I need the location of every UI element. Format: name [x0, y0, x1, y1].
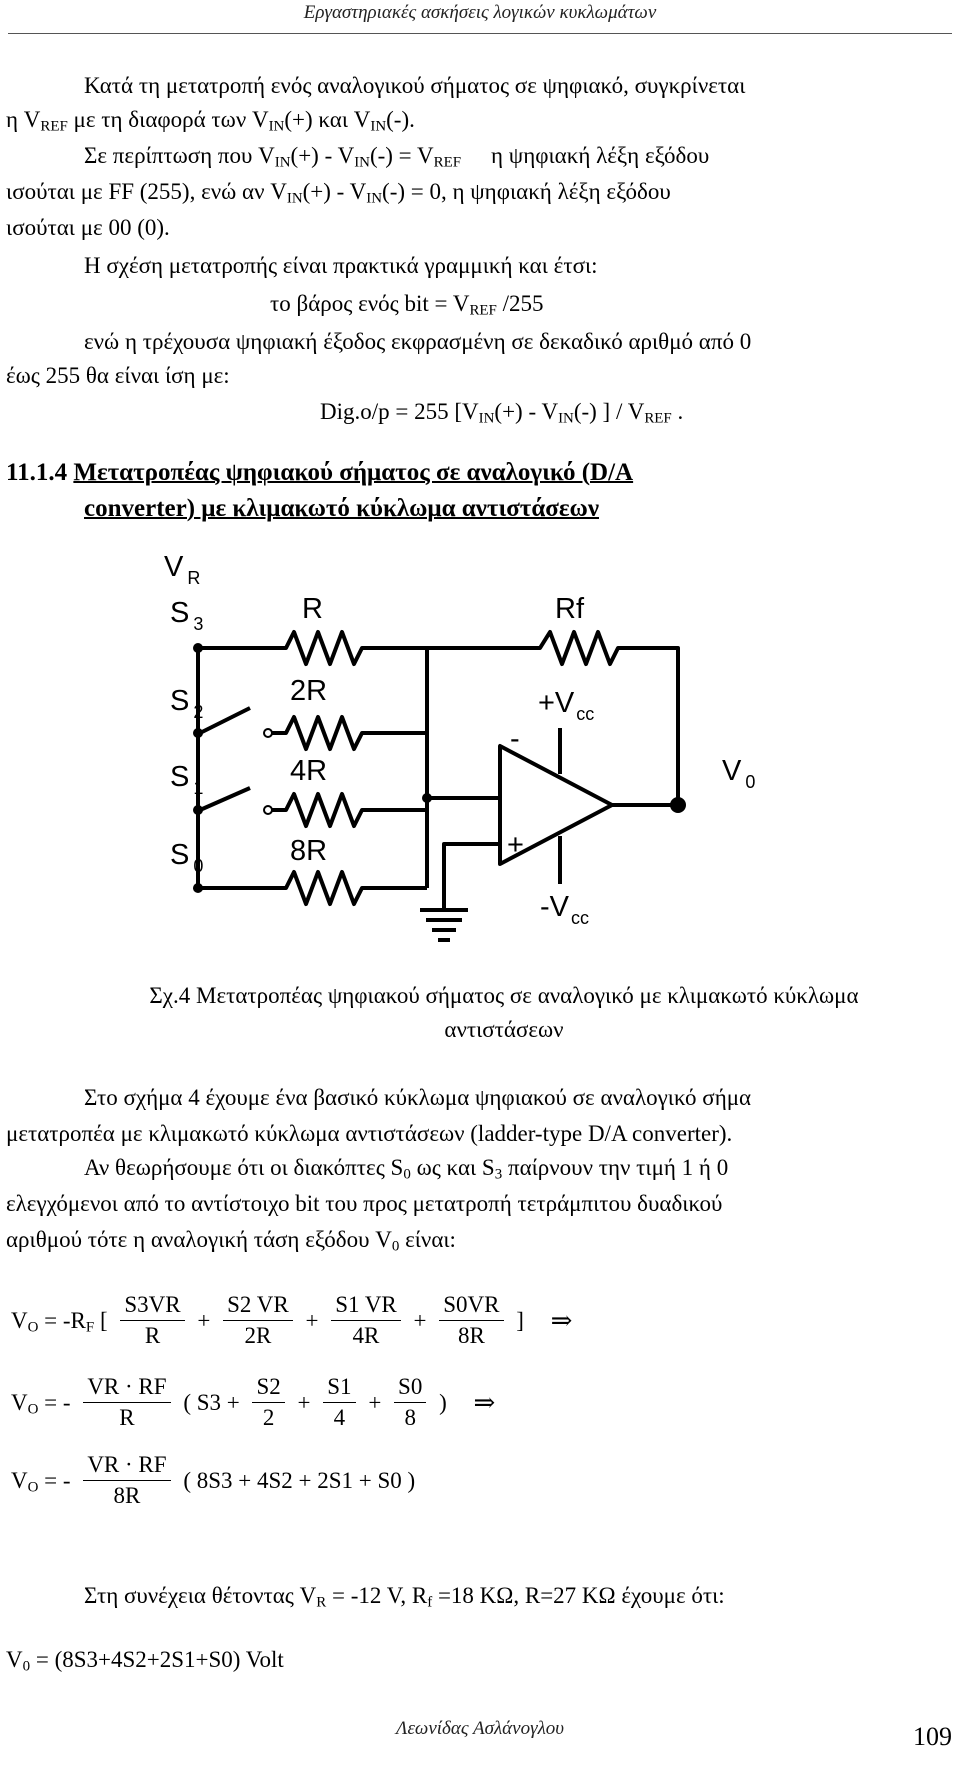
body-line-3: Αν θεωρήσουμε ότι οι διακόπτες S0 ως και…: [84, 1155, 729, 1183]
r8-label: 8R: [290, 835, 327, 867]
switch-s2-lever: [199, 706, 251, 735]
eq2-lhs: VO = -: [11, 1389, 71, 1418]
eq1-plus-1: +: [197, 1307, 211, 1333]
intro-line-1: Κατά τη μετατροπή ενός αναλογικού σήματο…: [84, 73, 746, 98]
intro-line-2: η VREF με τη διαφορά των VIN(+) και VIN(…: [6, 107, 415, 135]
noninverting-input-sign: +: [507, 829, 524, 861]
inverting-input-sign: -: [510, 723, 520, 755]
r2-label: 2R: [290, 675, 327, 707]
header-rule: [8, 33, 952, 34]
summing-node: [422, 793, 432, 803]
output-node: [670, 797, 686, 813]
author-footer: Λεωνίδας Ασλάνογλου: [395, 1718, 565, 1739]
section-heading-line-2: converter) με κλιμακωτό κύκλωμα αντιστάσ…: [84, 495, 599, 522]
eq2-plus-2: +: [368, 1389, 382, 1415]
terminal-s2: [193, 728, 203, 738]
final-formula: V0 = (8S3+4S2+2S1+S0) Volt: [6, 1647, 284, 1675]
running-header: Εργαστηριακές ασκήσεις λογικών κυκλωμάτω…: [303, 2, 657, 23]
op-amp-symbol: [498, 744, 614, 866]
figure-caption-line-2: αντιστάσεων: [444, 1017, 564, 1042]
intro-line-6: Η σχέση μετατροπής είναι πρακτικά γραμμι…: [84, 253, 598, 278]
eq2-close-paren: ): [439, 1389, 447, 1415]
contact-2r: [263, 728, 273, 738]
implies-arrow-icon: ⇒: [550, 1305, 573, 1335]
rf-label: Rf: [555, 593, 585, 625]
body-line-1: Στο σχήμα 4 έχουμε ένα βασικό κύκλωμα ψη…: [84, 1085, 752, 1110]
eq1-plus-2: +: [305, 1307, 319, 1333]
figure-caption-line-1: Σχ.4 Μετατροπέας ψηφιακού σήματος σε ανα…: [149, 983, 859, 1008]
eq3-lhs: VO = -: [11, 1467, 71, 1496]
terminal-s0: [193, 883, 203, 893]
ground-wire: [442, 842, 500, 910]
eq2-plus-1: +: [297, 1389, 311, 1415]
contact-4r: [263, 805, 273, 815]
resistor-8r: [268, 870, 427, 906]
intro-line-4: ισούται με FF (255), ενώ αν VIN(+) - VIN…: [6, 179, 671, 207]
resistor-rf: [427, 630, 680, 798]
terminal-s3: [193, 643, 203, 653]
eq1-close-bracket: ]: [516, 1307, 524, 1333]
r4-label: 4R: [290, 755, 327, 787]
switch-s1-lever: [199, 786, 251, 812]
page-number: 109: [913, 1722, 952, 1751]
r-label: R: [302, 593, 323, 625]
eq2-open-paren: ( S3 +: [183, 1389, 240, 1415]
intro-line-8: ενώ η τρέχουσα ψηφιακή έξοδος εκφρασμένη…: [84, 329, 752, 354]
eq3-weighted-sum: ( 8S3 + 4S2 + 2S1 + S0 ): [183, 1467, 416, 1493]
section-heading-line-1: 11.1.4 Μετατροπέας ψηφιακού σήματος σε α…: [6, 459, 634, 486]
terminal-s1: [193, 805, 203, 815]
dig-op-formula: Dig.o/p = 255 [VIN(+) - VIN(-) ] / VREF …: [320, 399, 684, 427]
values-sentence: Στη συνέχεια θέτοντας VR = -12 V, Rf =18…: [84, 1583, 725, 1611]
eq1-plus-3: +: [413, 1307, 427, 1333]
intro-line-7: το βάρος ενός bit = VREF /255: [270, 291, 544, 319]
eq1-lhs: VO = -RF [: [11, 1307, 108, 1336]
resistor-r: [268, 630, 427, 666]
body-line-4: ελεγχόμενοι από το αντίστοιχο bit του πρ…: [6, 1191, 723, 1216]
resistor-2r: [268, 715, 427, 751]
resistor-4r: [268, 792, 427, 828]
body-line-5: αριθμού τότε η αναλογική τάση εξόδου V0 …: [6, 1227, 456, 1255]
implies-arrow-icon: ⇒: [473, 1387, 496, 1417]
intro-line-5: ισούται με 00 (0).: [6, 215, 170, 240]
intro-line-9: έως 255 θα είναι ίση με:: [6, 363, 230, 388]
body-line-2: μετατροπέα με κλιμακωτό κύκλωμα αντιστάσ…: [6, 1121, 733, 1146]
